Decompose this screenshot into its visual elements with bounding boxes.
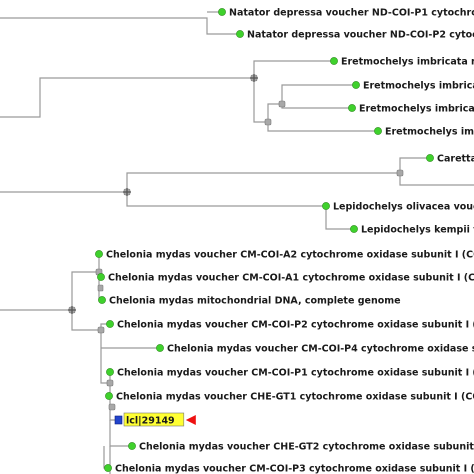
node-icon[interactable] [108, 403, 116, 411]
node-icon[interactable] [97, 284, 104, 292]
green-dot-icon[interactable] [352, 81, 360, 89]
branch-natator [0, 17, 240, 35]
branch-lepidochelys-kempii [325, 206, 354, 230]
green-dot-icon[interactable] [98, 296, 106, 304]
green-dot-icon[interactable] [426, 154, 434, 162]
green-dot-icon[interactable] [218, 8, 226, 16]
leaf-label[interactable]: Chelonia mydas voucher CM-COI-P2 cytochr… [117, 320, 474, 331]
leaf-label[interactable]: Lepidochelys olivacea vouche [333, 202, 474, 213]
green-dot-icon[interactable] [106, 368, 114, 376]
green-dot-icon[interactable] [350, 225, 358, 233]
leaf-label[interactable]: Lepidochelys kempii vou [361, 225, 474, 236]
leaf-label[interactable]: Chelonia mydas voucher CM-COI-P4 cytochr… [167, 344, 474, 355]
branch-caretta-cut [399, 173, 474, 186]
green-dot-icon[interactable] [156, 344, 164, 352]
node-icon[interactable] [106, 379, 114, 387]
green-dot-icon[interactable] [97, 273, 105, 281]
leaf-label[interactable]: Chelonia mydas voucher CM-COI-A2 cytochr… [106, 250, 474, 261]
green-dot-icon[interactable] [322, 202, 330, 210]
green-dot-icon[interactable] [128, 442, 136, 450]
green-dot-icon[interactable] [105, 392, 113, 400]
leaf-label[interactable]: Chelonia mydas voucher CHE-GT1 cytochrom… [116, 392, 474, 403]
branch-ei-3 [281, 104, 352, 109]
green-dot-icon[interactable] [348, 104, 356, 112]
leaf-label[interactable]: Eretmochelys imbricata m [341, 57, 474, 68]
green-dot-icon[interactable] [106, 320, 114, 328]
leaf-label-query[interactable]: lcl|29149 [126, 416, 175, 427]
green-dot-icon[interactable] [104, 464, 112, 472]
blue-square-icon[interactable] [114, 415, 123, 425]
branch-caretta [0, 157, 430, 193]
node-icon[interactable] [97, 326, 105, 334]
leaf-label[interactable]: Eretmochelys imbri [385, 127, 474, 138]
node-icon[interactable] [278, 100, 286, 108]
branch-ei-4 [267, 122, 378, 132]
branch-chelonia-a [0, 254, 100, 311]
green-dot-icon[interactable] [374, 127, 382, 135]
leaf-label[interactable]: Chelonia mydas mitochondrial DNA, comple… [109, 296, 401, 307]
branch-eretmochelys [0, 77, 268, 123]
branch-lepidochelys-olivacea [126, 192, 326, 207]
leaf-label[interactable]: Eretmochelys imbricata [359, 104, 474, 115]
node-icon[interactable] [396, 169, 404, 177]
red-arrow-icon [185, 415, 196, 425]
green-dot-icon[interactable] [95, 250, 103, 258]
green-dot-icon[interactable] [236, 30, 244, 38]
node-icon[interactable] [264, 118, 272, 126]
leaf-label[interactable]: Chelonia mydas voucher CM-COI-A1 cytochr… [108, 273, 474, 284]
leaf-label[interactable]: Eretmochelys imbricata [363, 81, 474, 92]
leaf-label[interactable]: Chelonia mydas voucher CM-COI-P3 cytochr… [115, 464, 474, 474]
branch-chelonia-p2 [71, 310, 110, 331]
query-label-highlight [123, 412, 185, 427]
leaf-label[interactable]: Natator depressa voucher ND-COI-P1 cytoc… [229, 8, 474, 19]
branch-ei-1 [253, 60, 334, 78]
leaf-label[interactable]: Natator depressa voucher ND-COI-P2 cytoc… [247, 30, 474, 41]
branch-chelonia-sub [100, 330, 111, 384]
green-dot-icon[interactable] [330, 57, 338, 65]
leaf-label[interactable]: Chelonia mydas voucher CHE-GT2 cytochrom… [139, 442, 474, 453]
leaf-label[interactable]: Caretta [437, 154, 474, 165]
leaf-label[interactable]: Chelonia mydas voucher CM-COI-P1 cytochr… [117, 368, 474, 379]
